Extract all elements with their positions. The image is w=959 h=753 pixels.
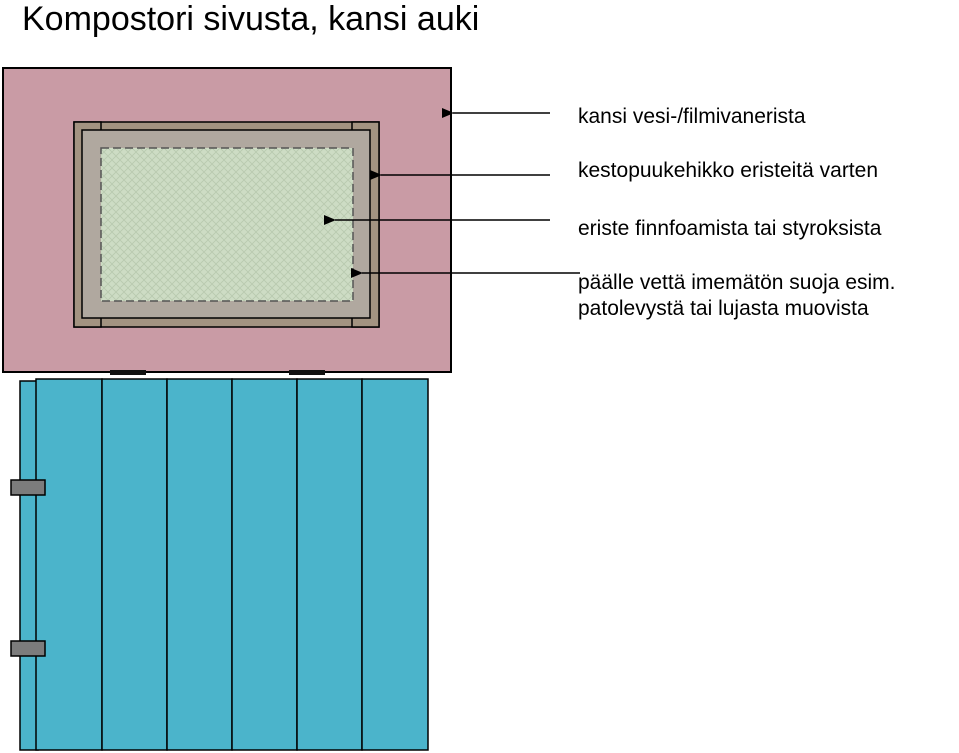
body-plank-6 [361,378,429,751]
body-plank-3 [166,378,233,751]
body-plank-4 [231,378,298,751]
top-hinge-left [110,370,146,375]
diagram-title: Kompostori sivusta, kansi auki [22,0,480,38]
side-hinge-top [10,479,46,496]
body-plank-5 [296,378,363,751]
body-plank-2 [101,378,168,751]
label-cover-line2: patolevystä tai lujasta muovista [578,297,869,320]
body-plank-1 [35,378,103,751]
label-cover-line1: päälle vettä imemätön suoja esim. [578,271,896,294]
label-insulation: eriste finnfoamista tai styroksista [578,217,882,240]
top-hinge-right [289,370,325,375]
side-hinge-bottom [10,640,46,657]
insulation-panel [100,147,354,302]
label-lid: kansi vesi-/filmivanerista [578,105,806,128]
label-frame: kestopuukehikko eristeitä varten [578,159,878,182]
